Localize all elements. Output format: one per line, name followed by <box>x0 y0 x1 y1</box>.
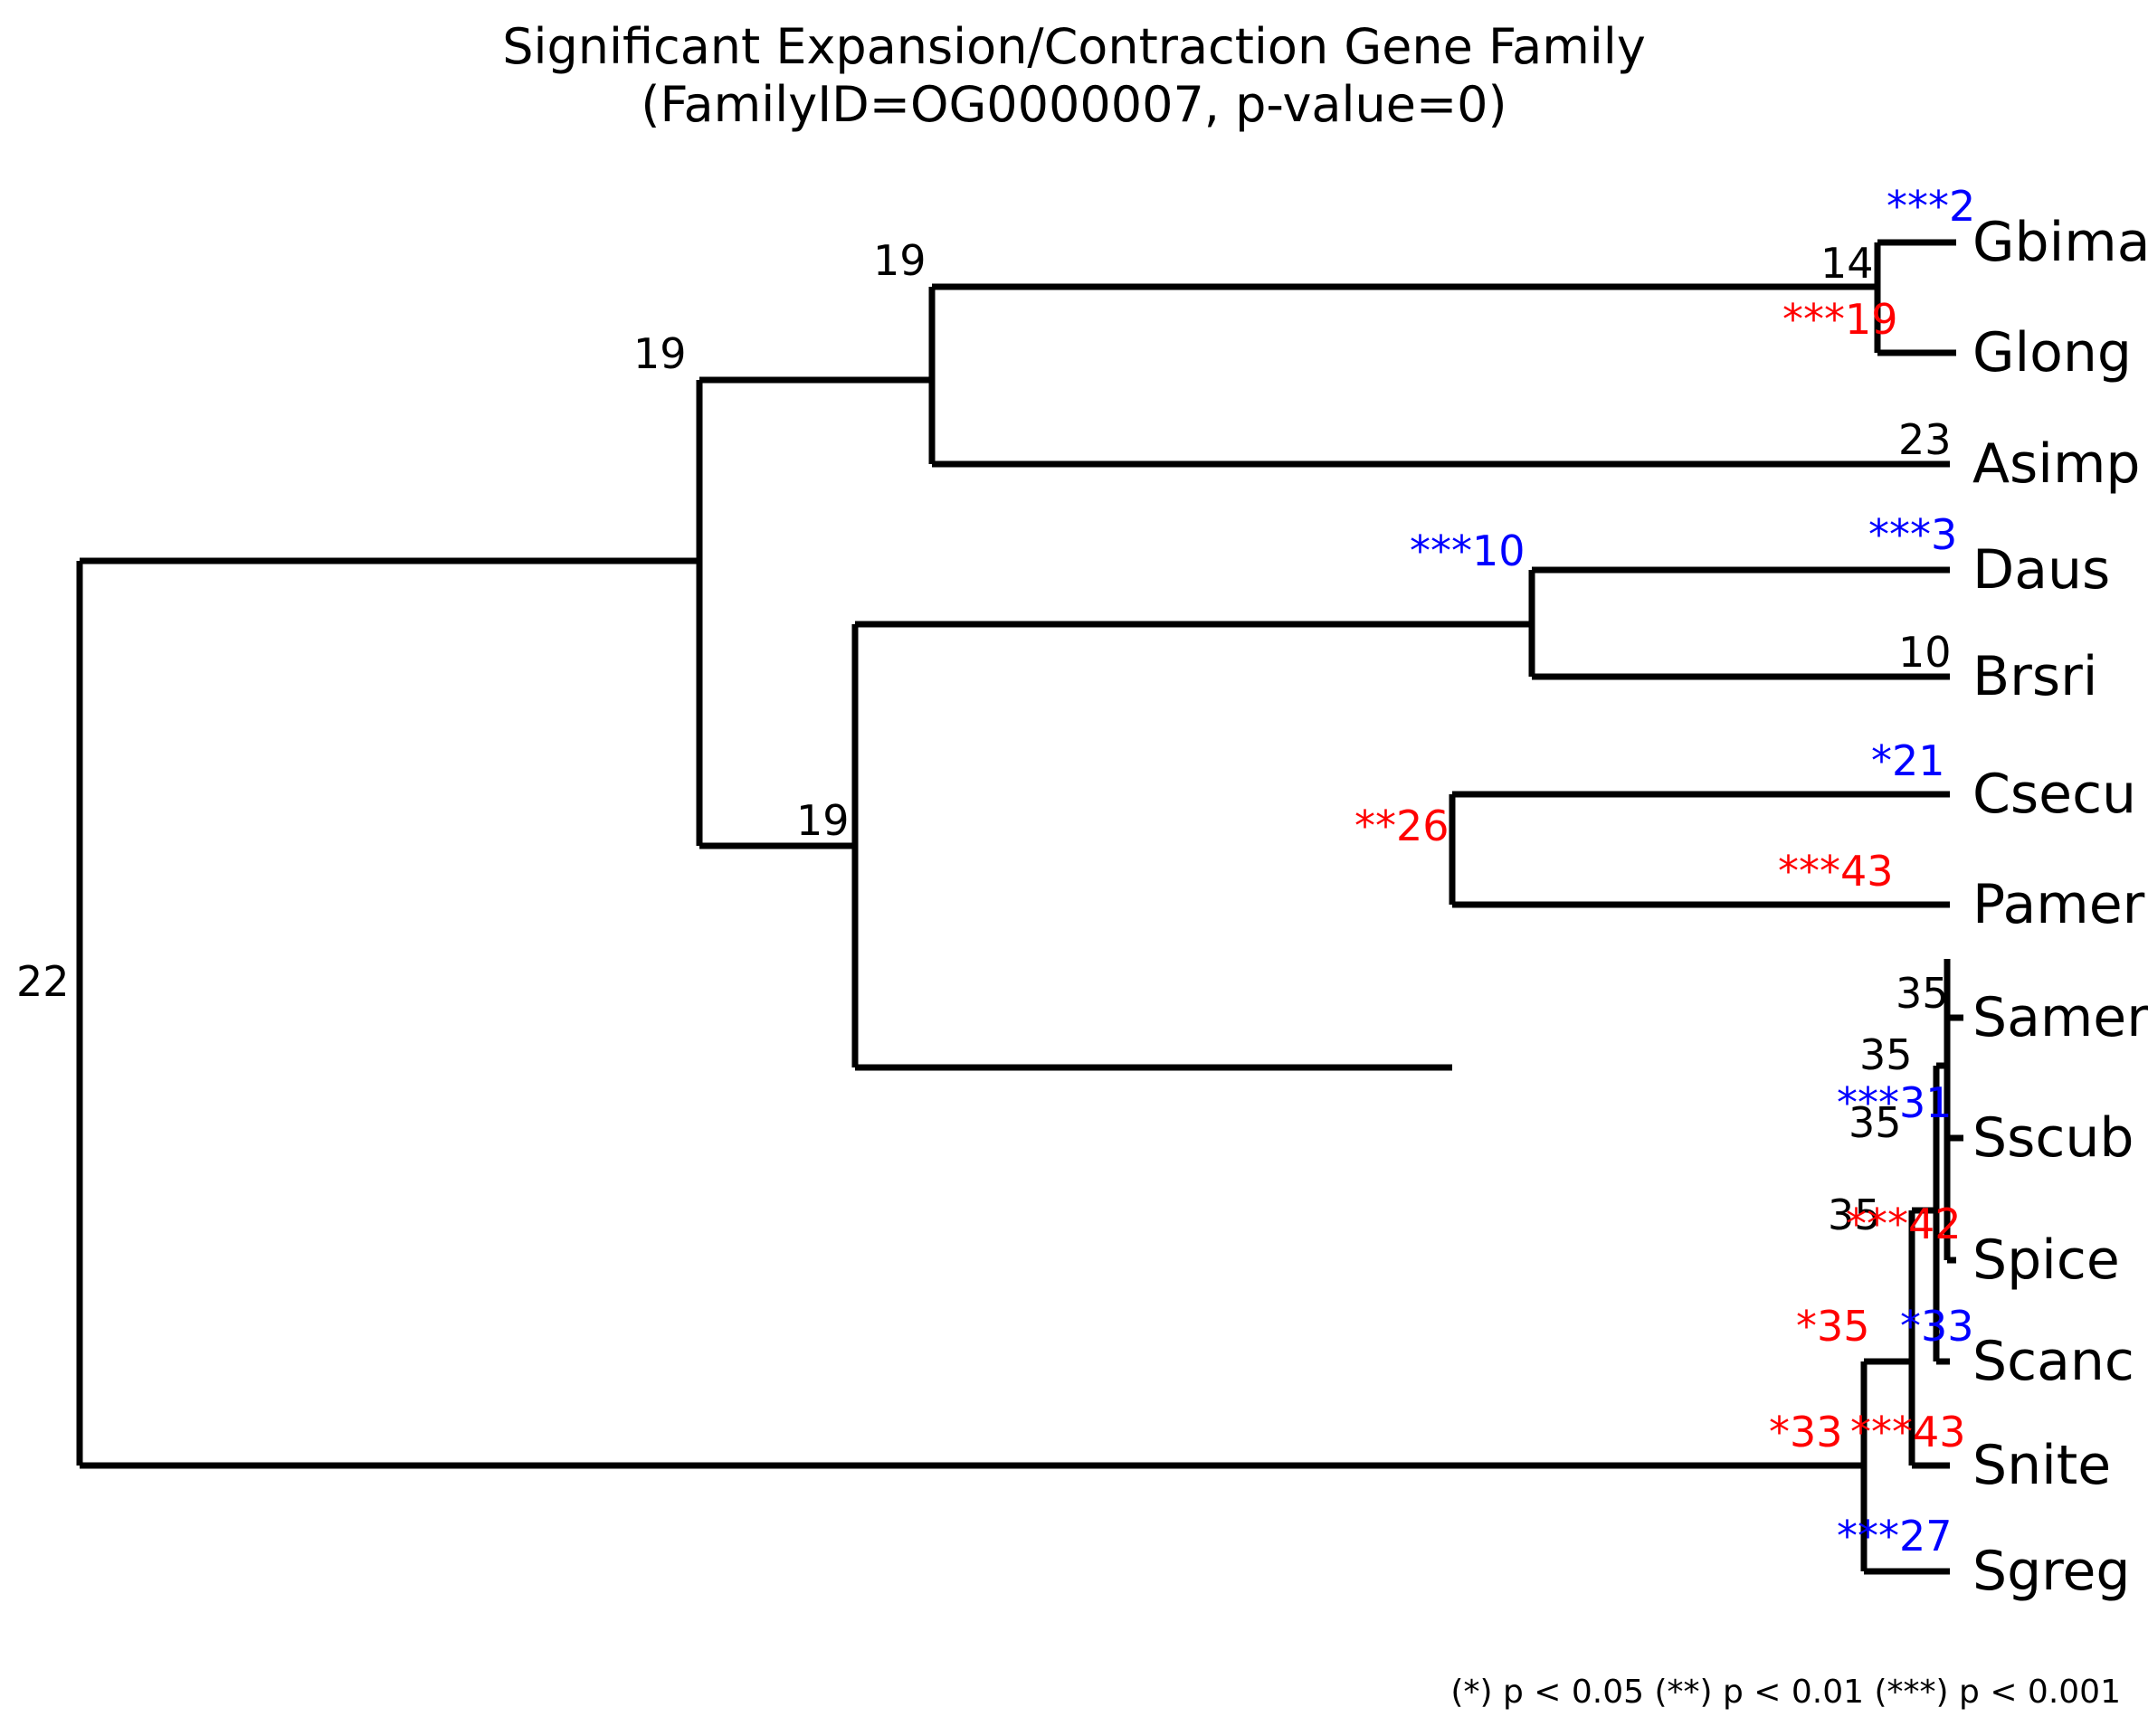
sig-count-pamer: 43 <box>1840 847 1894 896</box>
sig-stars-snite-clade: * <box>1796 1302 1817 1351</box>
sig-value-pamer: ***43 <box>1778 850 1894 892</box>
sig-value-snite: ***43 <box>1850 1411 1966 1453</box>
node-value-scanc-clade: 35 <box>1828 1191 1881 1239</box>
sig-count-daus: 3 <box>1931 510 1958 559</box>
taxon-label-sgreg: Sgreg <box>1972 1540 2131 1603</box>
taxon-label-asimp: Asimp <box>1972 432 2141 496</box>
sig-count-glong: 19 <box>1845 295 1898 344</box>
node-value-daus-csecu-clade: 19 <box>796 796 850 845</box>
node-value-brsri: 10 <box>1898 628 1952 677</box>
sig-value-snite-clade: *35 <box>1796 1305 1870 1347</box>
sig-value-spice: ***42 <box>1846 1203 1962 1245</box>
sig-value-daus-brsri: ***10 <box>1410 530 1525 572</box>
sig-stars-scanc: * <box>1900 1302 1921 1351</box>
sig-count-csecu: 21 <box>1892 736 1945 785</box>
sig-value-scanc: *33 <box>1900 1305 1974 1347</box>
sig-count-snite: 43 <box>1913 1408 1966 1456</box>
taxon-label-csecu: Csecu <box>1972 763 2137 826</box>
node-value-spice-clade: 35 <box>1849 1098 1902 1147</box>
sig-value-sgreg: ***27 <box>1837 1515 1953 1557</box>
sig-stars-snite: *** <box>1850 1408 1913 1456</box>
sig-value-glong: ***19 <box>1782 299 1898 340</box>
node-value-root: 22 <box>16 957 70 1006</box>
sig-count-gbima: 2 <box>1949 182 1976 231</box>
sig-value-sscub: ***31 <box>1837 1082 1953 1124</box>
sig-stars-sgreg-clade: * <box>1769 1408 1790 1456</box>
sig-stars-csecu-pamer: ** <box>1354 802 1396 850</box>
node-value-samer-sscub: 35 <box>1859 1030 1913 1079</box>
sig-count-daus-brsri: 10 <box>1472 526 1525 575</box>
significance-legend: (*) p < 0.05 (**) p < 0.01 (***) p < 0.0… <box>1450 1674 2121 1711</box>
sig-value-csecu-pamer: **26 <box>1354 805 1449 847</box>
sig-stars-csecu: * <box>1871 736 1892 785</box>
sig-count-csecu-pamer: 26 <box>1396 802 1449 850</box>
taxon-label-gbima: Gbima <box>1972 211 2148 274</box>
node-value-samer: 35 <box>1896 969 1949 1018</box>
sig-stars-sgreg: *** <box>1837 1512 1899 1561</box>
taxon-label-daus: Daus <box>1972 538 2111 602</box>
sig-stars-sscub: *** <box>1837 1078 1899 1127</box>
sig-value-gbima: ***2 <box>1887 185 1975 227</box>
sig-count-sscub: 31 <box>1899 1078 1953 1127</box>
sig-stars-pamer: *** <box>1778 847 1840 896</box>
sig-stars-spice: *** <box>1846 1200 1908 1248</box>
sig-stars-glong: *** <box>1782 295 1845 344</box>
taxon-label-brsri: Brsri <box>1972 645 2098 708</box>
sig-count-sgreg-clade: 33 <box>1790 1408 1843 1456</box>
taxon-label-pamer: Pamer <box>1972 873 2145 936</box>
node-value-gbima-glong-asimp: 19 <box>873 236 927 285</box>
taxon-label-spice: Spice <box>1972 1228 2120 1292</box>
figure-title: Significant Expansion/Contraction Gene F… <box>0 18 2148 133</box>
node-value-upper: 19 <box>633 329 687 378</box>
sig-count-spice: 42 <box>1908 1200 1962 1248</box>
sig-stars-daus: *** <box>1868 510 1931 559</box>
taxon-label-samer: Samer <box>1972 986 2148 1049</box>
taxon-label-glong: Glong <box>1972 321 2132 384</box>
taxon-label-scanc: Scanc <box>1972 1330 2134 1393</box>
sig-count-snite-clade: 35 <box>1817 1302 1870 1351</box>
sig-value-csecu: *21 <box>1871 740 1945 782</box>
sig-count-sgreg: 27 <box>1899 1512 1953 1561</box>
sig-stars-daus-brsri: *** <box>1410 526 1472 575</box>
figure-title-line1: Significant Expansion/Contraction Gene F… <box>502 18 1646 75</box>
sig-value-sgreg-clade: *33 <box>1769 1411 1843 1453</box>
node-value-gbima-glong: 14 <box>1820 239 1874 288</box>
sig-value-daus: ***3 <box>1868 514 1957 555</box>
sig-stars-gbima: *** <box>1887 182 1949 231</box>
figure-title-line2: (FamilyID=OG0000007, p-value=0) <box>641 75 1507 133</box>
taxon-label-snite: Snite <box>1972 1434 2112 1497</box>
sig-count-scanc: 33 <box>1921 1302 1974 1351</box>
taxon-label-sscub: Sscub <box>1972 1106 2134 1170</box>
node-value-asimp: 23 <box>1898 415 1952 464</box>
